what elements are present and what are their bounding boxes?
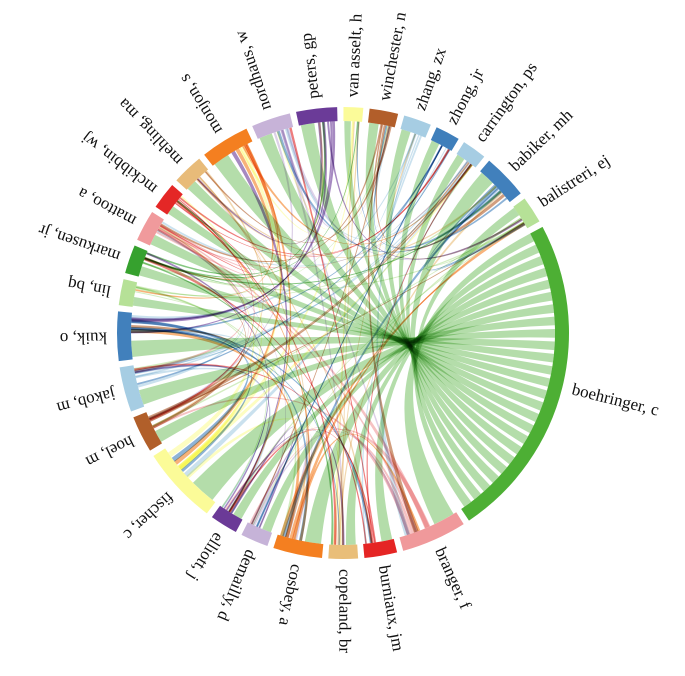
label-elliott-j: elliott, j [184,529,228,584]
label-zhang-zx: zhang, zx [411,45,451,113]
ribbon-jakob-m-elliott-j [135,367,271,514]
arc-copeland-br [328,544,359,559]
ribbon-mckibbin-wj-mattoo-a [159,200,257,274]
arc-zhang-zx [400,115,431,138]
arc-layer [117,107,569,559]
arc-zhong-jr [430,127,459,151]
ribbon-boehringer-c-copeland-br [345,256,544,545]
label-burniaux-jm: burniaux, jm [375,564,408,653]
ribbon-zhang-zx-zhong-jr [387,134,450,238]
arc-boehringer-c [461,226,569,521]
label-peters-gp: peters, gp [297,32,324,100]
arc-carrington-ps [456,142,485,168]
ribbon-boehringer-c-zhang-zx [385,129,508,474]
ribbon-boehringer-c-jakob-m [138,329,555,405]
label-markusen-jr: markusen, jr [36,220,123,266]
label-jakob-m: jakob, m [55,384,118,418]
ribbon-boehringer-c-kuik-o [131,337,555,358]
arc-hoel-m [133,412,162,451]
ribbon-boehringer-c-mckibbin-wj [167,206,548,399]
arc-jakob-m [119,365,145,412]
arc-balistreri-ej [513,198,540,229]
label-hoel-m: hoel, m [83,432,137,472]
ribbon-demailly-d-cosbey-a [251,431,310,539]
ribbon-burniaux-jm-markusen-jr [143,258,367,544]
arc-mattoo-a [137,212,164,246]
arc-kuik-o [117,311,133,362]
arc-peters-gp [296,107,338,126]
arc-markusen-jr [125,245,148,277]
ribbon-mattoo-a-hoel-m [149,229,249,422]
label-zhong-jr: zhong, jr [443,65,488,128]
arc-nordhaus-w [252,113,294,139]
arc-babiker-mh [480,160,521,203]
ribbon-boehringer-c-markusen-jr [138,266,553,375]
ribbon-layer [131,121,555,546]
ribbon-winchester-n-babiker-mh [375,124,506,251]
label-kuik-o: kuik, o [60,329,108,349]
label-babiker-mh: babiker, mh [505,105,577,175]
arc-winchester-n [367,108,399,128]
ribbon-branger-f-demailly-d [249,428,431,529]
label-lin-bq: lin, bq [66,274,113,301]
arc-burniaux-jm [363,538,398,558]
label-monjon-s: monjon, s [175,71,226,138]
arc-fischer-c [153,448,216,514]
label-copeland-br: copeland, br [335,569,354,653]
arc-monjon-s [204,128,253,166]
label-demailly-d: demailly, d [213,547,260,624]
ribbon-lin-bq-babiker-mh [136,185,497,299]
label-boehringer-c: boehringer, c [570,380,661,420]
ribbon-van-asselt-h-copeland-br [332,121,354,545]
label-balistreri-ej: balistreri, ej [535,151,613,211]
label-winchester-n: winchester, n [375,10,410,102]
label-branger-f: branger, f [431,544,475,612]
arc-demailly-d [241,522,273,546]
label-van-asselt-h: van asselt, h [343,13,366,98]
label-fischer-c: fischer, c [119,488,177,544]
label-mattoo-a: mattoo, a [74,184,139,231]
arc-mckibbin-wj [155,185,183,215]
ribbon-boehringer-c-mattoo-a [150,234,551,387]
label-nordhaus-w: nordhaus, w [230,27,275,112]
arc-branger-f [399,512,464,551]
arc-lin-bq [118,279,138,307]
ribbon-burniaux-jm-jakob-m [134,363,376,543]
arc-mehling-ma [176,158,209,190]
ribbon-boehringer-c-winchester-n [365,122,515,465]
label-cosbey-a: cosbey, a [275,563,306,628]
arc-elliott-j [211,505,243,532]
ribbon-copeland-br-van-asselt-h [335,121,355,545]
arc-van-asselt-h [343,107,364,122]
arc-cosbey-a [273,534,324,559]
ribbon-markusen-jr-peters-gp [146,121,326,276]
